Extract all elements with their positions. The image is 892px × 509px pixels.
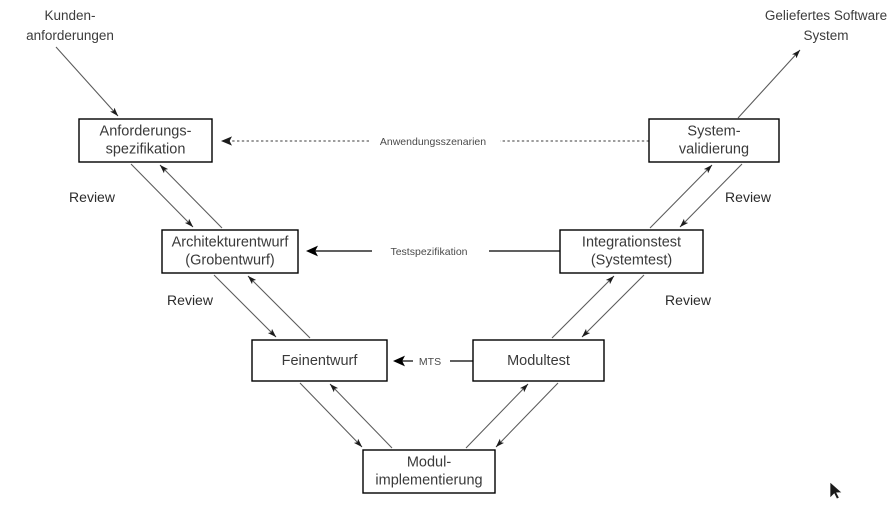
- label-review-left-bottom: Review: [167, 292, 214, 308]
- edge-architekturentwurf-to-anforderungsspezifikation: [159, 164, 223, 229]
- box-feinentwurf[interactable]: Feinentwurf: [251, 339, 388, 382]
- label-geliefertes-software-system-line1: Geliefertes Software: [765, 8, 887, 23]
- label-mts: MTS: [419, 356, 441, 368]
- box-anforderungsspezifikation-line2: spezifikation: [106, 141, 186, 157]
- box-systemvalidierung-line2: validierung: [679, 141, 749, 157]
- label-kundenanforderungen: Kunden- anforderungen: [26, 8, 114, 43]
- edge-kundenanforderungen-to-anforderungsspezifikation: [55, 46, 119, 117]
- edge-testspezifikation: [306, 245, 560, 257]
- edge-mts: [393, 355, 473, 367]
- box-modultest[interactable]: Modultest: [472, 339, 605, 382]
- edge-systemvalidierung-to-integrationstest: [679, 163, 743, 228]
- box-modulimplementierung-line2: implementierung: [375, 472, 482, 488]
- box-anforderungsspezifikation[interactable]: Anforderungs- spezifikation: [78, 118, 213, 163]
- box-anforderungsspezifikation-line1: Anforderungs-: [100, 123, 192, 139]
- edge-modultest-to-integrationstest: [551, 275, 615, 339]
- edge-modultest-to-modulimplementierung: [495, 382, 559, 448]
- label-review-right-bottom: Review: [665, 292, 712, 308]
- label-kundenanforderungen-line1: Kunden-: [44, 8, 95, 23]
- edge-integrationstest-to-systemvalidierung: [649, 164, 713, 229]
- box-architekturentwurf-line1: Architekturentwurf: [172, 234, 290, 250]
- edge-anwendungsszenarien: [221, 136, 649, 146]
- label-anwendungsszenarien: Anwendungsszenarien: [380, 136, 486, 148]
- label-review-left-top: Review: [69, 189, 116, 205]
- box-modulimplementierung-line1: Modul-: [407, 454, 451, 470]
- edge-modulimplementierung-to-modultest: [465, 383, 529, 449]
- label-testspezifikation: Testspezifikation: [390, 246, 467, 258]
- box-modulimplementierung[interactable]: Modul- implementierung: [362, 449, 496, 494]
- box-systemvalidierung[interactable]: System- validierung: [648, 118, 780, 163]
- box-architekturentwurf[interactable]: Architekturentwurf (Grobentwurf): [161, 229, 299, 274]
- edge-architekturentwurf-to-feinentwurf: [213, 274, 277, 338]
- label-review-right-top: Review: [725, 189, 772, 205]
- edge-anforderungsspezifikation-to-architekturentwurf: [130, 163, 194, 228]
- label-geliefertes-software-system: Geliefertes Software System: [765, 8, 887, 43]
- box-integrationstest-line1: Integrationstest: [582, 234, 681, 250]
- edge-modulimplementierung-to-feinentwurf: [329, 383, 393, 449]
- edge-feinentwurf-to-modulimplementierung: [299, 382, 363, 448]
- edge-integrationstest-to-modultest: [581, 274, 645, 338]
- edge-systemvalidierung-to-geliefertes-system: [737, 49, 801, 119]
- label-geliefertes-software-system-line2: System: [803, 28, 848, 43]
- box-feinentwurf-line1: Feinentwurf: [282, 353, 359, 369]
- box-architekturentwurf-line2: (Grobentwurf): [185, 252, 274, 268]
- box-systemvalidierung-line1: System-: [687, 123, 740, 139]
- box-integrationstest-line2: (Systemtest): [591, 252, 672, 268]
- label-kundenanforderungen-line2: anforderungen: [26, 28, 114, 43]
- mouse-pointer-icon: [829, 481, 843, 500]
- box-modultest-line1: Modultest: [507, 353, 570, 369]
- box-integrationstest[interactable]: Integrationstest (Systemtest): [559, 229, 704, 274]
- edge-feinentwurf-to-architekturentwurf: [247, 275, 311, 339]
